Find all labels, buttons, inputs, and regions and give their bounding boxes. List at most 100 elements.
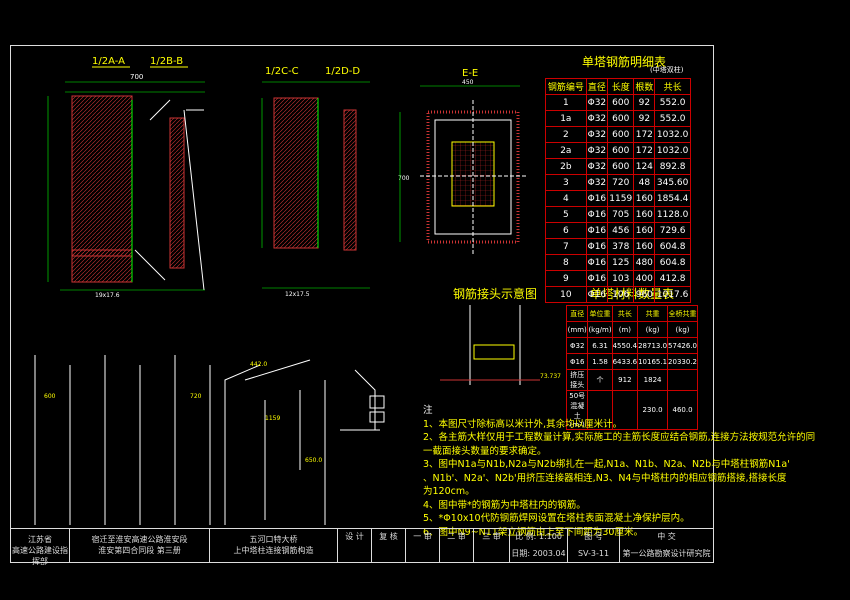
table-cell: 1128.0 [654, 206, 691, 223]
table-cell: Φ32 [585, 110, 609, 127]
table-cell: 9 [545, 270, 587, 287]
table-cell: 1854.4 [654, 190, 691, 207]
dim-e450: 450 [462, 79, 474, 86]
dim-73: 73.737 [540, 373, 561, 380]
check2-cell: 二 审 [439, 529, 473, 563]
table-cell: 720 [607, 174, 635, 191]
table-cell: 600 [607, 142, 635, 159]
project-line1: 宿迁至淮安高速公路淮安段 [91, 535, 188, 544]
bridge-cell: 五河口特大桥 上中塔柱连接钢筋构造 [209, 529, 337, 563]
section-title-d: 1/2D-D [325, 66, 360, 77]
unit-cell: (m) [611, 321, 639, 338]
table-cell: Φ32 [585, 126, 609, 143]
table-cell: 50号混凝土(m³) [565, 390, 589, 430]
table-cell: 125 [607, 254, 635, 271]
table-cell: 1824 [637, 369, 669, 391]
table-cell: Φ16 [585, 286, 609, 303]
table-cell: Φ32 [585, 94, 609, 111]
institute-cell: 中 交 第一公路勘察设计研究院 [619, 529, 713, 563]
notes-heading: 注 [423, 405, 433, 416]
dim-650: 650.0 [305, 457, 322, 464]
design-cell: 设 计 [337, 529, 371, 563]
splice-title: 钢筋接头示意图 [453, 286, 537, 301]
note-line: 5、*Φ10x10代防钢筋焊网设置在塔柱表面混凝土净保护层内。 [423, 513, 690, 524]
table-cell: 172 [633, 142, 656, 159]
drawing-no-label: 图 号 [584, 532, 603, 541]
table-cell: 92 [633, 110, 656, 127]
table-cell: 103 [607, 270, 635, 287]
org-cell: 江苏省 高速公路建设指挥部 [11, 529, 69, 566]
bridge-line1: 五河口特大桥 [249, 535, 298, 544]
table-cell: 172 [633, 126, 656, 143]
table-cell [587, 390, 613, 430]
table-cell: 8 [545, 254, 587, 271]
table-cell: 1017.6 [654, 286, 691, 303]
table-cell: 600 [607, 126, 635, 143]
table-cell: 1a [545, 110, 587, 127]
header-cell: 单位重 [587, 305, 613, 322]
table-cell: 552.0 [654, 94, 691, 111]
dim-720: 720 [190, 393, 202, 400]
table-cell: 1032.0 [654, 126, 691, 143]
table-cell: 1.58 [587, 353, 613, 370]
table-cell: 4550.4 [611, 337, 639, 354]
table-cell: 2a [545, 142, 587, 159]
org-line2: 高速公路建设指挥部 [12, 546, 68, 566]
unit-cell: (kg) [637, 321, 669, 338]
section-cd-drawing: 12x17.5 [261, 81, 370, 298]
table-cell: 960 [633, 286, 656, 303]
note-line: 6、图中N9~N11架立钢筋由上至下间距为30厘米。 [423, 526, 643, 538]
dim-19x: 19x17.6 [95, 292, 120, 299]
section-title-a: 1/2A-A [92, 56, 125, 67]
section-e-drawing: 450 700 [398, 79, 526, 256]
header-cell: 全桥共重 [667, 305, 698, 322]
dim-700: 700 [130, 73, 143, 81]
table-cell: Φ32 [585, 142, 609, 159]
table-cell: 604.8 [654, 254, 691, 271]
header-cell: 共重 [637, 305, 669, 322]
table-cell: 48 [633, 174, 656, 191]
table-cell: 460.0 [667, 390, 698, 430]
table-cell: 2b [545, 158, 587, 175]
header-cell: 直径 [585, 78, 609, 95]
dim-12x: 12x17.5 [285, 291, 310, 298]
table-cell: Φ16 [585, 222, 609, 239]
table-cell: 705 [607, 206, 635, 223]
unit-cell: (kg) [667, 321, 698, 338]
table-cell: 3 [545, 174, 587, 191]
unit-cell: (kg/m) [587, 321, 613, 338]
table-cell: 892.8 [654, 158, 691, 175]
rebar-table-subtitle: (中塔双柱) [650, 65, 684, 74]
table-cell: Φ32 [565, 337, 589, 354]
table-cell: 6433.6 [611, 353, 639, 370]
table-cell: 480 [633, 254, 656, 271]
date-text: 日期: 2003.04 [511, 549, 566, 558]
table-cell: 5 [545, 206, 587, 223]
note-line: 1、本图尺寸除标高以米计外,其余均以厘米计。 [423, 418, 623, 430]
check1-cell: 一 审 [405, 529, 439, 563]
table-cell: 2 [545, 126, 587, 143]
table-cell: Φ16 [585, 190, 609, 207]
bridge-line2: 上中塔柱连接钢筋构造 [233, 546, 314, 555]
table-cell: 600 [607, 94, 635, 111]
table-cell: 160 [633, 238, 656, 255]
table-cell: 124 [633, 158, 656, 175]
table-cell: 20330.2 [667, 353, 698, 370]
title-block: 江苏省 高速公路建设指挥部 宿迁至淮安高速公路淮安段 淮安第四合同段 第三册 五… [11, 528, 713, 566]
note-line: 、N1b'、N2a'、N2b'用挤压连接器相连,N3、N4与中塔柱内的相应钢筋搭… [423, 472, 787, 484]
scale-date-cell: 比 例: 1:100 日期: 2003.04 [509, 529, 567, 563]
section-title-b: 1/2B-B [150, 56, 183, 67]
institute-line2: 第一公路勘察设计研究院 [622, 549, 711, 558]
rebar-table-title: 单塔钢筋明细表 [582, 54, 666, 69]
table-cell: 106 [607, 286, 635, 303]
